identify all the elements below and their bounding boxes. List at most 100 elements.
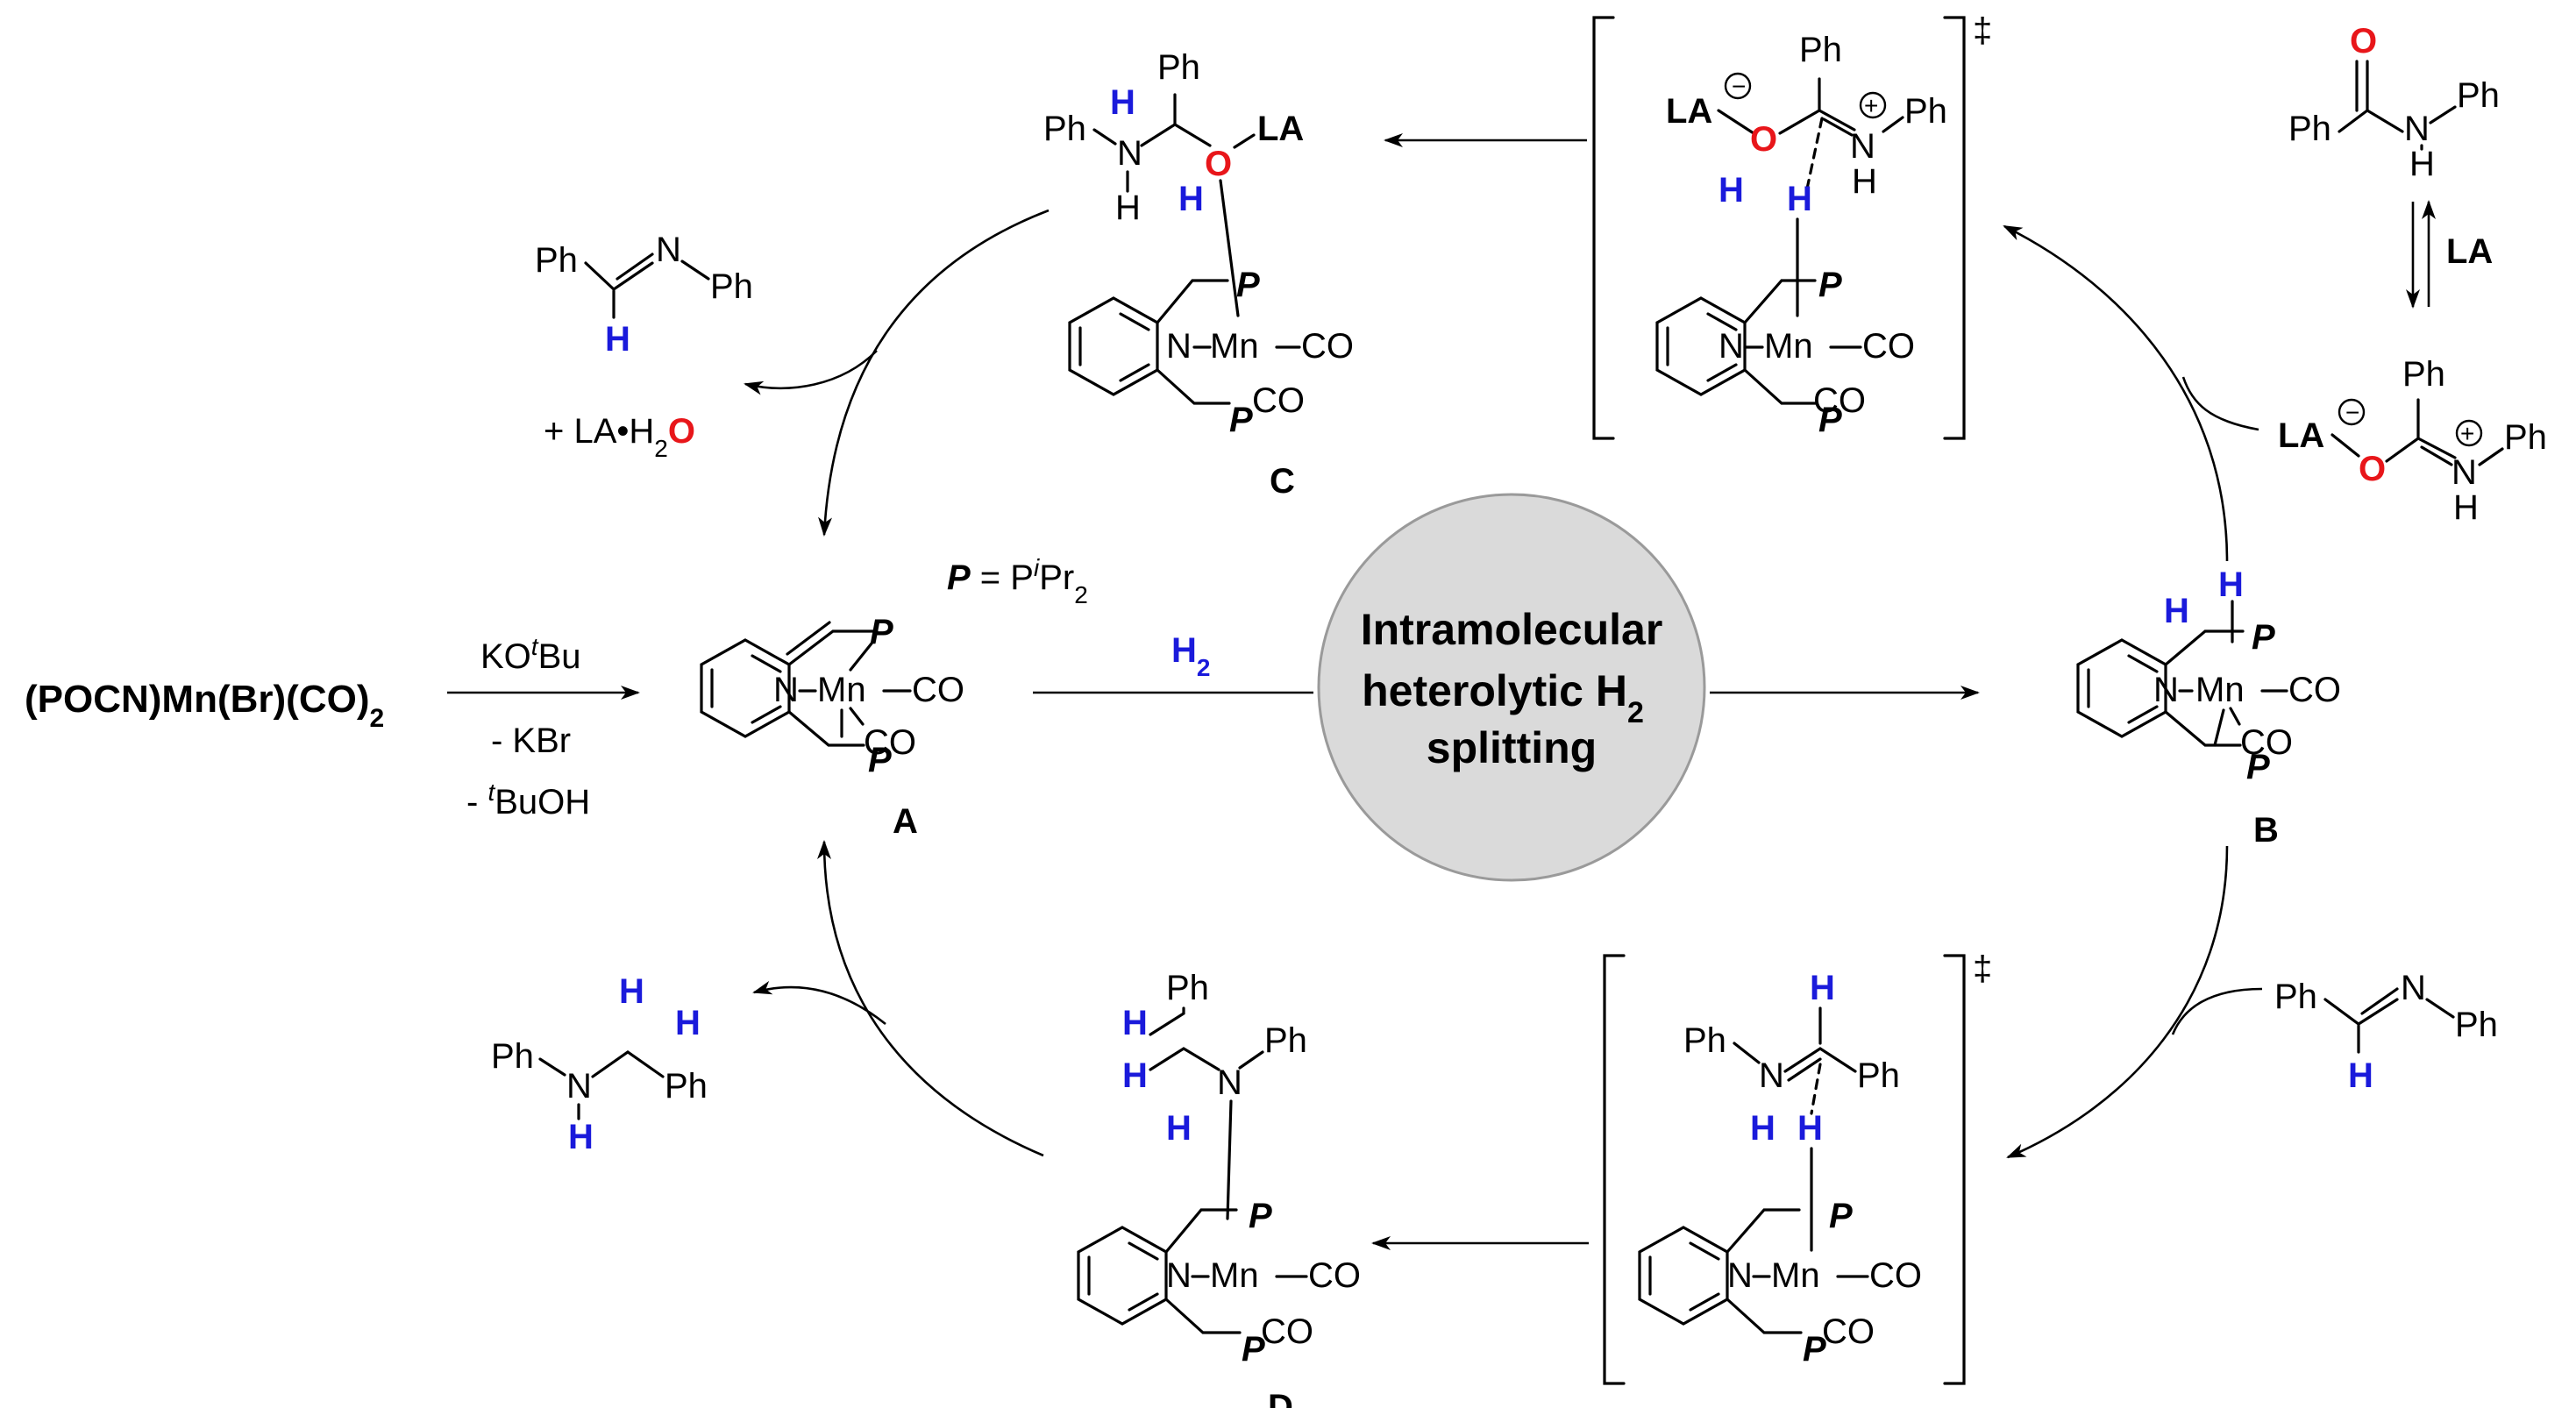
- svg-text:Ph: Ph: [2274, 978, 2317, 1016]
- svg-text:‡: ‡: [1973, 11, 1992, 50]
- svg-text:H: H: [1810, 969, 1835, 1007]
- transition-state-lower: ‡ Ph N Ph H H H P P N Mn CO CO: [1603, 949, 1992, 1385]
- label-c: C: [1270, 462, 1295, 501]
- precursor-formula: (POCN)Mn(Br)(CO)2: [25, 678, 384, 733]
- svg-text:N: N: [566, 1067, 592, 1106]
- svg-text:CO: CO: [2240, 723, 2293, 762]
- svg-text:H: H: [2409, 145, 2435, 183]
- svg-text:Ph: Ph: [1799, 31, 1842, 69]
- svg-text:O: O: [1205, 145, 1232, 183]
- svg-text:+: +: [2460, 420, 2474, 447]
- svg-text:Ph: Ph: [1157, 48, 1200, 87]
- svg-text:Ph: Ph: [2402, 355, 2445, 394]
- svg-text:Mn: Mn: [1210, 1256, 1259, 1295]
- svg-text:N: N: [1850, 127, 1875, 166]
- transition-state-upper: ‡ LA − O Ph + N Ph H H H P: [1592, 11, 1992, 440]
- p-definition: P = PiPr2: [947, 554, 1088, 608]
- svg-text:CO: CO: [1813, 381, 1866, 420]
- svg-text:CO: CO: [2288, 671, 2341, 709]
- svg-text:LA: LA: [2278, 416, 2324, 455]
- svg-text:P: P: [1242, 1330, 1265, 1369]
- complex-d: Ph H H N Ph H P P N Mn CO CO D: [1077, 969, 1361, 1408]
- svg-text:N: N: [773, 671, 799, 709]
- imine-reagent-bottom: Ph N Ph H: [2274, 969, 2498, 1095]
- svg-text:H: H: [1166, 1109, 1192, 1148]
- svg-text:H: H: [1110, 83, 1135, 122]
- svg-text:N: N: [1719, 327, 1744, 366]
- svg-text:CO: CO: [864, 723, 916, 762]
- svg-text:H: H: [1122, 1056, 1148, 1095]
- svg-text:Ph: Ph: [1264, 1021, 1307, 1060]
- center-line-1: Intramolecular: [1361, 605, 1663, 654]
- svg-text:O: O: [2350, 22, 2377, 60]
- svg-text:P: P: [2246, 748, 2270, 786]
- svg-text:Ph: Ph: [2504, 418, 2547, 457]
- svg-text:P: P: [1229, 401, 1253, 439]
- svg-text:P: P: [1818, 401, 1842, 439]
- svg-text:H: H: [2164, 592, 2189, 630]
- svg-text:N: N: [2153, 671, 2179, 709]
- complex-c: Ph N H Ph O LA H H P P N Mn CO CO C: [1043, 48, 1354, 501]
- complex-b: H H P P N Mn CO CO B: [2076, 565, 2341, 850]
- la-reagent: LA: [2446, 232, 2493, 271]
- svg-text:CO: CO: [1301, 327, 1354, 366]
- svg-text:N: N: [2404, 110, 2430, 148]
- svg-text:CO: CO: [1822, 1312, 1875, 1351]
- svg-text:Ph: Ph: [1683, 1021, 1726, 1060]
- svg-text:Mn: Mn: [1210, 327, 1259, 366]
- svg-text:H: H: [1178, 180, 1204, 218]
- svg-text:P: P: [870, 613, 893, 651]
- svg-text:Ph: Ph: [665, 1067, 708, 1106]
- svg-text:Ph: Ph: [710, 267, 753, 306]
- svg-text:−: −: [2345, 399, 2359, 426]
- svg-text:P: P: [1803, 1330, 1826, 1369]
- svg-text:Ph: Ph: [2455, 1006, 2498, 1044]
- svg-text:Ph: Ph: [2457, 76, 2500, 115]
- svg-text:H: H: [1719, 171, 1744, 210]
- svg-text:N: N: [656, 231, 681, 269]
- svg-text:H: H: [675, 1004, 701, 1042]
- svg-text:H: H: [2348, 1056, 2373, 1095]
- svg-text:Ph: Ph: [2288, 110, 2331, 148]
- benzamide-la-equilibrium: Ph O N Ph H LA LA − O Ph + N Ph H: [2278, 22, 2547, 527]
- svg-text:H: H: [605, 320, 630, 359]
- svg-text:N: N: [1727, 1256, 1753, 1295]
- svg-text:Ph: Ph: [1043, 110, 1086, 148]
- svg-text:P: P: [1249, 1197, 1272, 1235]
- svg-text:P: P: [1818, 266, 1842, 304]
- center-circle: Intramolecular heterolytic H2 splitting: [1317, 493, 1706, 882]
- svg-text:H: H: [2453, 488, 2479, 527]
- byproduct-tbuoh: - tBuOH: [466, 779, 590, 822]
- center-line-2: heterolytic H2: [1362, 666, 1644, 729]
- svg-text:H: H: [1852, 162, 1877, 201]
- svg-text:H: H: [1787, 180, 1812, 218]
- svg-text:LA: LA: [1257, 110, 1304, 148]
- svg-text:‡: ‡: [1973, 949, 1992, 988]
- svg-text:H: H: [1122, 1004, 1148, 1042]
- svg-text:Ph: Ph: [491, 1037, 534, 1076]
- svg-text:H: H: [1750, 1109, 1775, 1148]
- svg-text:+: +: [1864, 92, 1878, 119]
- svg-text:O: O: [1750, 120, 1777, 159]
- cycle-arrows: [744, 133, 2263, 1250]
- svg-text:Ph: Ph: [1904, 92, 1947, 131]
- precursor: (POCN)Mn(Br)(CO)2 KOtBu - KBr - tBuOH: [25, 633, 640, 822]
- svg-text:N: N: [1166, 327, 1192, 366]
- svg-text:CO: CO: [1308, 1256, 1361, 1295]
- byproduct-kbr: - KBr: [491, 722, 571, 760]
- label-b: B: [2253, 811, 2279, 850]
- svg-text:P: P: [2252, 618, 2275, 657]
- svg-text:H: H: [619, 972, 644, 1011]
- svg-text:P: P: [1829, 1197, 1853, 1235]
- svg-text:P: P: [868, 741, 892, 779]
- svg-text:CO: CO: [1261, 1312, 1313, 1351]
- svg-text:H: H: [2218, 565, 2244, 604]
- svg-text:N: N: [1166, 1256, 1192, 1295]
- amine-product: Ph N Ph H H H: [491, 972, 708, 1156]
- svg-text:H: H: [568, 1118, 594, 1156]
- la-water: + LA•H2O: [544, 412, 695, 462]
- svg-text:CO: CO: [1869, 1256, 1922, 1295]
- imine-product-top: Ph N Ph H + LA•H2O: [535, 231, 753, 462]
- center-line-3: splitting: [1427, 723, 1597, 772]
- reagent-kotbu: KOtBu: [480, 633, 581, 677]
